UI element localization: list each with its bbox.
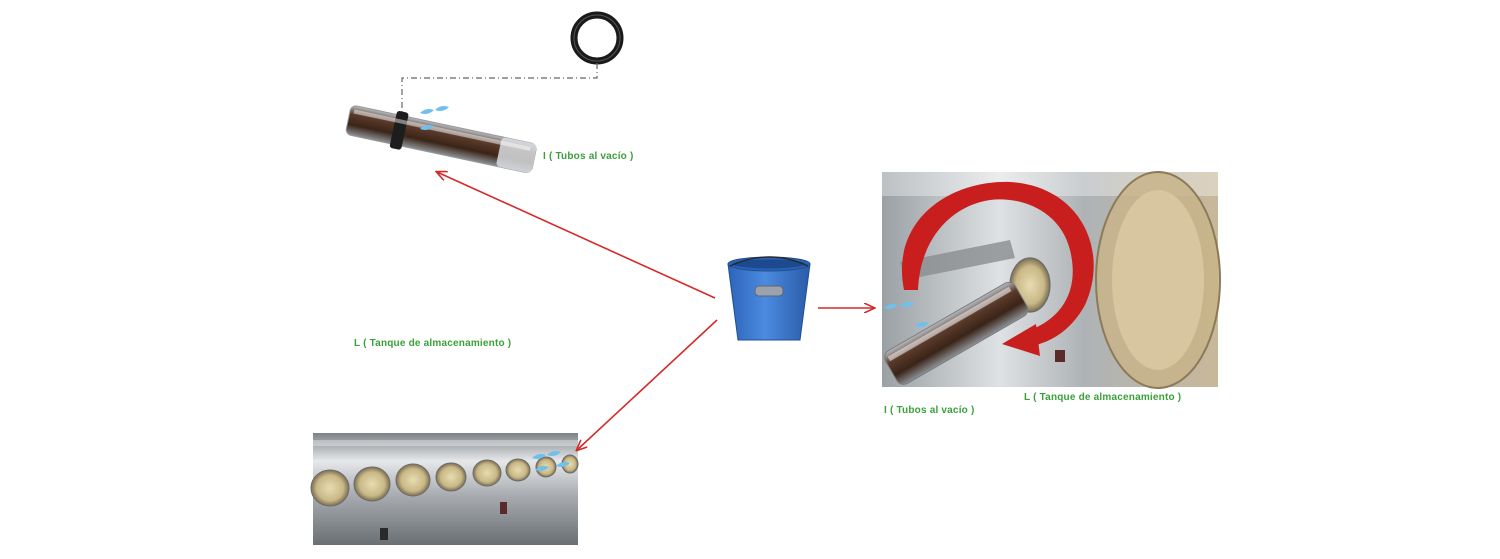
arrow-to-storage-tank bbox=[577, 319, 718, 450]
storage-tank-manifold bbox=[310, 433, 579, 545]
o-ring-icon bbox=[570, 11, 624, 65]
vacuum-tube-top bbox=[345, 105, 537, 174]
water-drops-icon bbox=[532, 451, 570, 471]
bucket-icon bbox=[727, 256, 811, 341]
assembly-photo bbox=[882, 171, 1221, 389]
label-storage-tank-right: L ( Tanque de almacenamiento ) bbox=[1024, 392, 1182, 403]
arrow-to-vacuum-tube bbox=[437, 172, 716, 299]
label-storage-tank-left: L ( Tanque de almacenamiento ) bbox=[354, 338, 512, 349]
water-drops-icon bbox=[884, 302, 929, 327]
assembly-guide-dashed-line bbox=[401, 63, 598, 118]
water-drops-icon bbox=[420, 106, 449, 130]
rotation-arrow-icon bbox=[901, 181, 1094, 356]
label-vacuum-tubes-right: I ( Tubos al vacío ) bbox=[884, 405, 975, 416]
tank-tube-holes bbox=[310, 454, 579, 507]
label-vacuum-tubes-top: I ( Tubos al vacío ) bbox=[543, 151, 634, 162]
